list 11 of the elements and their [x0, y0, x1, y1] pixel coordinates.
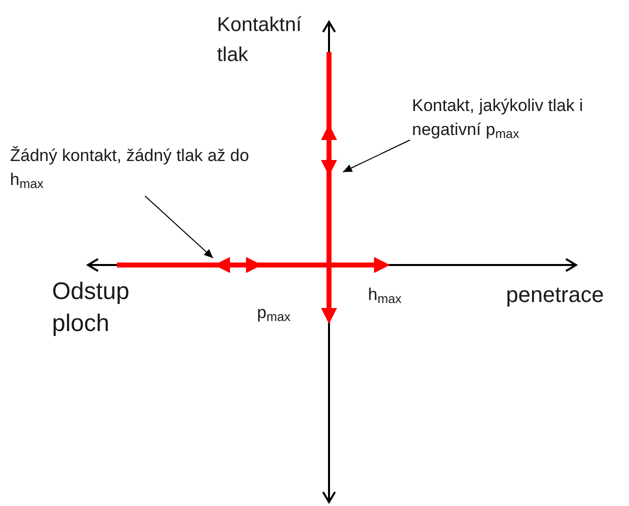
contact-law-line [321, 52, 337, 324]
leader-line [342, 140, 410, 172]
axis-title: penetrace [506, 281, 605, 309]
leader-line [144, 196, 214, 258]
annotation-text: Kontakt, jakýkoliv tlak i negativní p$_{max}$ [412, 95, 584, 142]
axis-title: Odstup ploch [52, 277, 130, 339]
axis-title: Kontaktní tlak [217, 13, 303, 68]
annotation-text: Žádný kontakt, žádný tlak až do h$_{max}$ [10, 145, 250, 192]
axis-value-label: p$_{max}$ [257, 302, 292, 326]
contact-law-line [117, 257, 390, 273]
axis-value-label: h$_{max}$ [368, 284, 403, 308]
